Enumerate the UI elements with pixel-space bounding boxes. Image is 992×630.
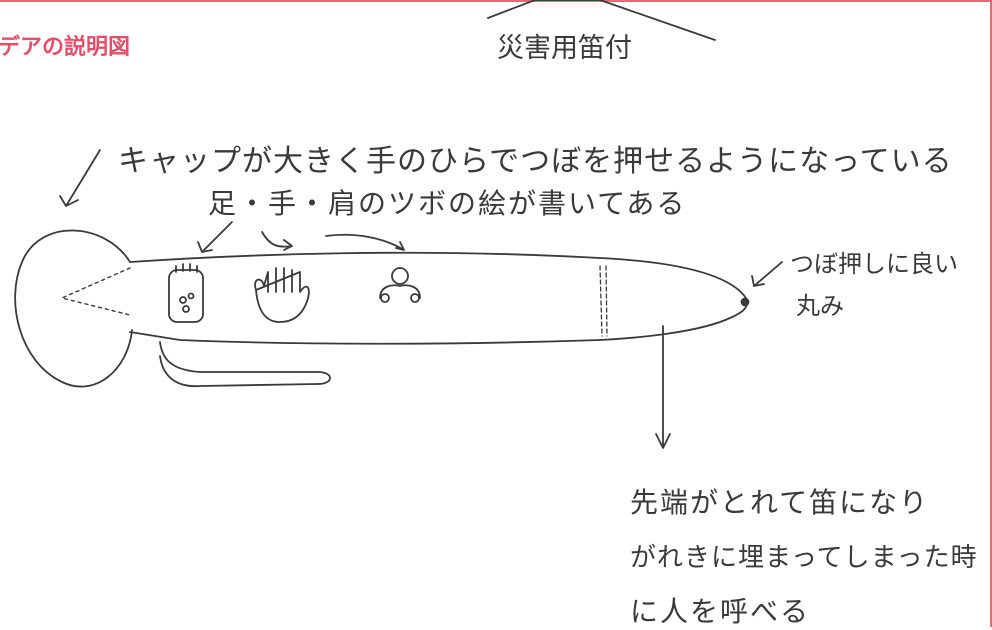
section-heading: デアの説明図 <box>0 35 131 60</box>
title-roof <box>487 0 716 41</box>
tip-dot <box>740 297 750 307</box>
body-outline <box>129 251 749 345</box>
arrow-to-cap <box>59 149 101 207</box>
whistle-annotation-line2: がれきに埋まってしまった時 <box>630 543 978 573</box>
arrow-to-hand <box>261 231 293 251</box>
whistle-annotation-line3: に人を呼べる <box>630 595 811 628</box>
tip-annotation-line2: 丸み <box>796 292 844 320</box>
tip-separation-line <box>599 265 603 337</box>
arrow-to-foot <box>197 221 233 253</box>
product-title: 災害用笛付 <box>497 33 632 64</box>
arrow-to-whistle <box>655 325 671 449</box>
tsubo-annotation: 足・手・肩のツボの絵が書いてある <box>208 187 687 220</box>
foot-icon <box>168 263 204 323</box>
cap-annotation: キャップが大きく手のひらでつぼを押せるようになっている <box>118 144 953 179</box>
cap-inner-dotted <box>61 267 131 316</box>
tip-annotation-line1: つぼ押しに良い <box>790 250 958 278</box>
shoulder-icon <box>379 267 421 303</box>
clip <box>159 341 331 387</box>
cap-outline <box>14 229 133 388</box>
whistle-annotation-line1: 先端がとれて笛になり <box>630 486 930 519</box>
hand-icon <box>254 267 310 323</box>
arrow-to-tip <box>751 261 783 287</box>
arrow-to-shoulder <box>325 233 405 251</box>
